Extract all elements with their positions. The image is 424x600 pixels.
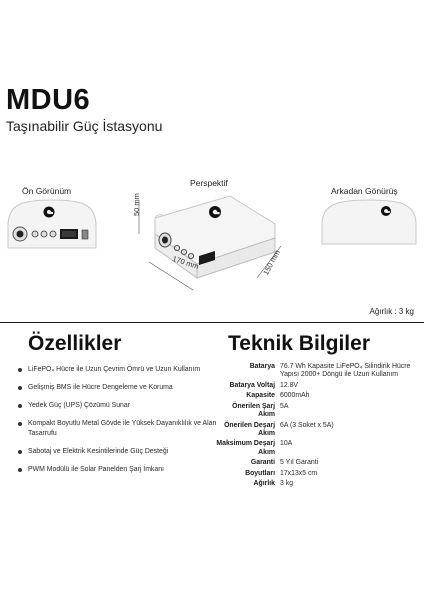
spec-key: Önerilen Şarj Akım	[232, 402, 275, 419]
spec-key: Önerilen Deşarj Akım	[224, 421, 275, 437]
spec-value: 12.8V	[280, 381, 299, 389]
spec-value: 6000mAh	[280, 392, 310, 400]
product-subtitle: Taşınabilir Güç İstasyonu	[6, 118, 163, 134]
spec-row: Önerilen Şarj Akım 5A	[216, 403, 420, 422]
spec-key: Garanti	[250, 459, 275, 467]
feature-item: Sabotaj ve Elektrik Kesintilerinde Güç D…	[17, 447, 217, 457]
feature-item: LiFePO₄ Hücre ile Uzun Çevrim Ömrü ve Uz…	[17, 365, 217, 375]
display-icon	[60, 229, 78, 239]
front-view-image	[7, 199, 97, 249]
spec-value: 10A	[280, 440, 293, 448]
spec-row: Önerilen Deşarj Akım 6A (3 Soket x 5A)	[216, 422, 420, 441]
bullet-icon	[18, 422, 22, 427]
spec-key: Batarya Voltaj	[229, 381, 275, 389]
spec-value: 5A	[280, 402, 289, 410]
features-heading: Özellikler	[28, 332, 122, 355]
spec-row: Kapasite 6000mAh	[216, 392, 420, 402]
bullet-icon	[18, 449, 22, 454]
feature-item: Kompakt Boyutlu Metal Gövde ile Yüksek D…	[17, 419, 217, 438]
spec-key: Boyutları	[245, 469, 275, 477]
front-view-label: Ön Görünüm	[22, 186, 72, 196]
bullet-icon	[18, 468, 22, 473]
dc-port-icon	[31, 230, 57, 238]
feature-item: Gelişmiş BMS ile Hücre Dengeleme ve Koru…	[17, 383, 217, 393]
switch-icon	[81, 229, 89, 240]
logo-icon	[209, 206, 221, 218]
back-view-image	[321, 199, 417, 245]
spec-value: 76.7 Wh Kapasite LiFePO₄ Silindirik Hücr…	[280, 363, 411, 379]
logo-icon	[43, 206, 55, 218]
spec-value: 6A (3 Soket x 5A)	[280, 421, 334, 429]
feature-item: Yedek Güç (UPS) Çözümü Sunar	[17, 401, 217, 411]
spec-key: Kapasite	[246, 392, 275, 400]
section-divider	[0, 322, 424, 323]
spec-value: 5 Yıl Garanti	[280, 459, 319, 467]
spec-value: 17x13x5 cm	[280, 469, 318, 477]
spec-row: Garanti 5 Yıl Garanti	[216, 459, 420, 469]
spec-key: Batarya	[249, 363, 275, 370]
power-socket-icon	[158, 232, 172, 248]
specs-table: Batarya 76.7 Wh Kapasite LiFePO₄ Silindir…	[216, 363, 420, 491]
features-list: LiFePO₄ Hücre ile Uzun Çevrim Ömrü ve Uz…	[17, 365, 217, 483]
height-dimension: 50 mm	[132, 193, 141, 216]
spec-row: Batarya Voltaj 12.8V	[216, 382, 420, 392]
bullet-icon	[18, 386, 22, 391]
spec-row: Maksimum Deşarj Akım 10A	[216, 440, 420, 459]
dc-port-icon	[174, 245, 195, 260]
display-icon	[199, 251, 215, 265]
perspective-view-label: Perspektif	[190, 178, 228, 188]
logo-icon	[381, 206, 391, 216]
specs-heading: Teknik Bilgiler	[228, 332, 370, 355]
perspective-view-image	[138, 195, 282, 291]
spec-row: Boyutları 17x13x5 cm	[216, 470, 420, 480]
power-socket-icon	[12, 226, 28, 242]
bullet-icon	[18, 368, 22, 372]
spec-key: Ağırlık	[253, 480, 275, 488]
spec-value: 3 kg	[280, 480, 294, 488]
weight-note: Ağırlık : 3 kg	[369, 307, 414, 316]
feature-item: PWM Modülü ile Solar Panelden Şarj İmkan…	[17, 465, 217, 475]
spec-row: Ağırlık 3 kg	[216, 480, 420, 490]
spec-row: Batarya 76.7 Wh Kapasite LiFePO₄ Silindir…	[216, 363, 420, 382]
spec-key: Maksimum Deşarj Akım	[216, 440, 275, 456]
back-view-label: Arkadan Gönürüş	[331, 186, 398, 196]
bullet-icon	[18, 404, 22, 409]
product-title: MDU6	[6, 84, 91, 116]
